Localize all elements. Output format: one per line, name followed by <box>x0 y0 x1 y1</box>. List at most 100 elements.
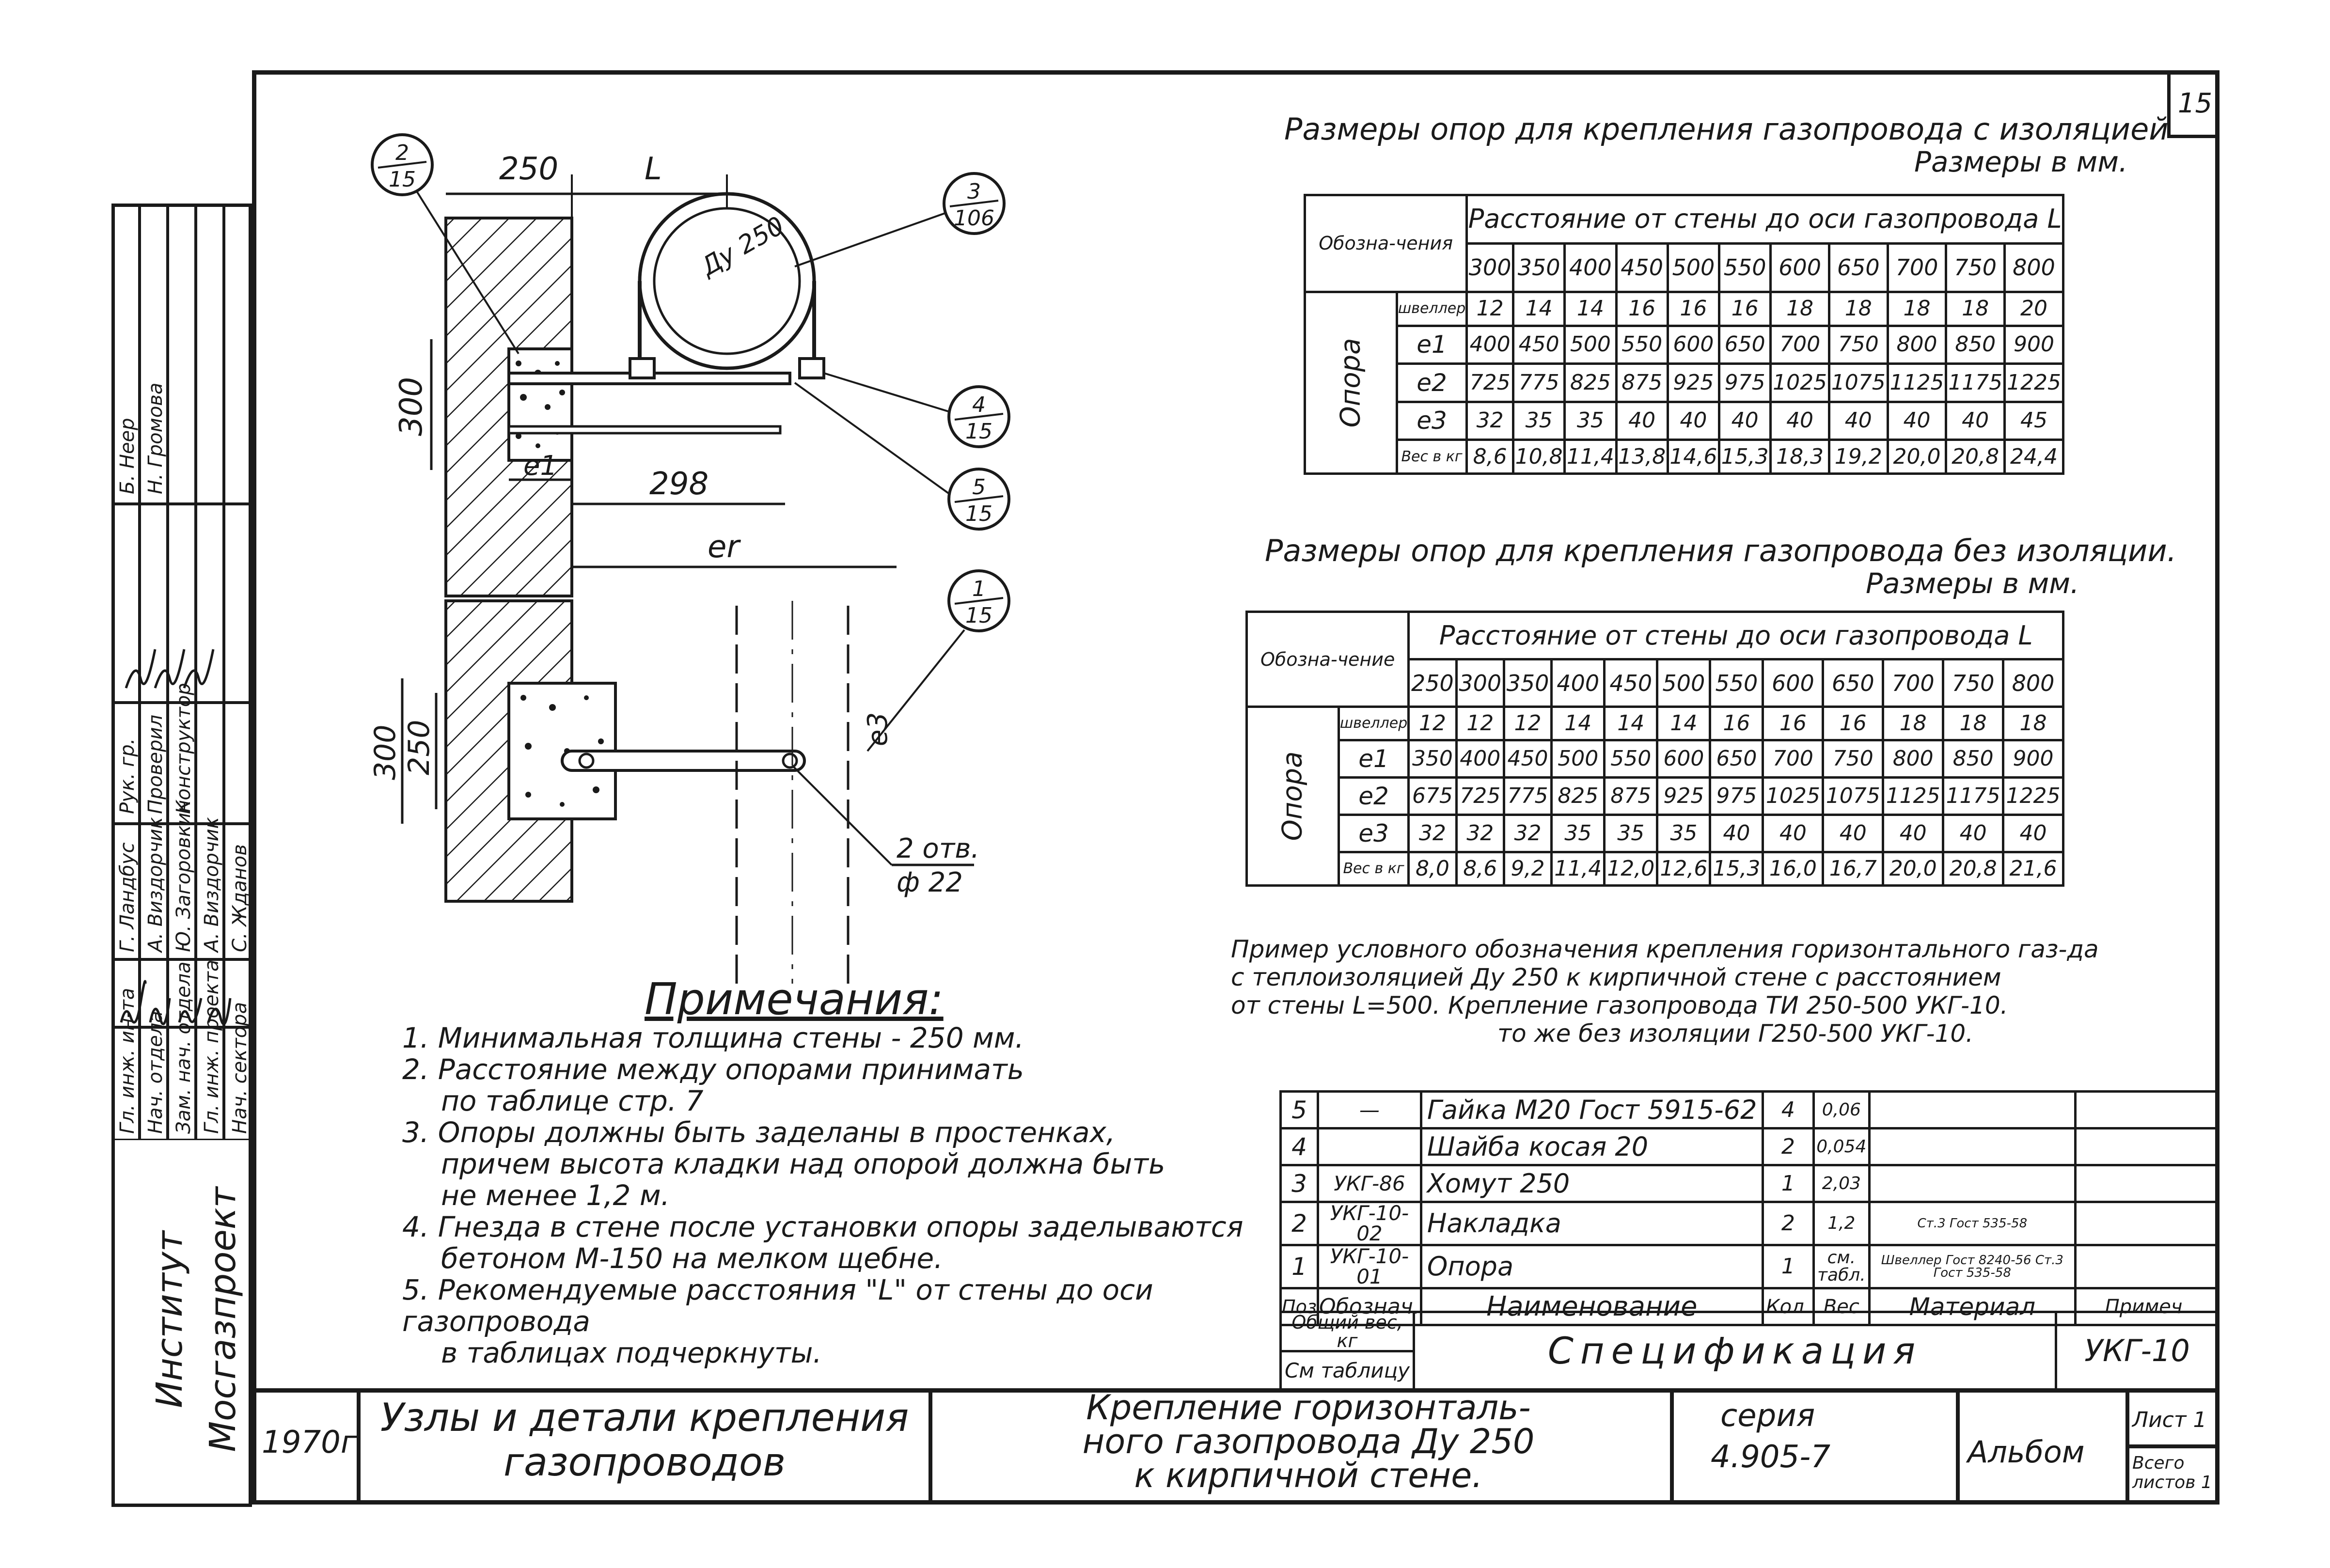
t1-cell: 925 <box>1666 362 1720 403</box>
table2-title: Размеры опор для крепления газопровода б… <box>1265 533 2177 568</box>
note-4b: бетоном М-150 на мелком щебне. <box>441 1241 943 1275</box>
t2-cell: 875 <box>1603 776 1659 816</box>
t2-cell: 40 <box>1942 814 2005 854</box>
note-3b: причем высота кладки над опорой должна б… <box>441 1147 1165 1180</box>
t2-group-text: Опора <box>1276 751 1308 841</box>
t2-cell: 15,3 <box>1709 851 1764 887</box>
u-bolt <box>638 281 816 368</box>
page-number-box: 15 <box>2167 70 2220 138</box>
tb-series: 4.905-7 <box>1711 1439 1831 1475</box>
spec-weight: см. табл. <box>1812 1244 1871 1289</box>
t1-cell: 40 <box>1717 400 1772 441</box>
t2-cell: 1025 <box>1762 776 1825 816</box>
side-stamp <box>111 204 252 1507</box>
side-role-1: Гл. инж. ин-та <box>116 988 139 1134</box>
t1-row-label: Вес в кг <box>1395 439 1468 475</box>
t2-cell: 675 <box>1407 776 1458 816</box>
t2-cell: 32 <box>1502 814 1553 854</box>
t1-col-3: 450 <box>1615 242 1669 293</box>
t2-row-label: Вес в кг <box>1337 851 1410 887</box>
tb-sheets: Всего листов 1 <box>2132 1453 2212 1492</box>
t1-cell: 700 <box>1769 324 1830 365</box>
t1-col-0: 300 <box>1465 242 1515 293</box>
side-name2-2: Н. Громова <box>144 383 167 494</box>
t1-group-text: Опора <box>1335 338 1367 428</box>
callout-4-bottom: 15 <box>965 502 992 526</box>
t2-cell: 12,0 <box>1603 851 1659 887</box>
t1-cell: 40 <box>1827 400 1889 441</box>
callout-5-top: 1 <box>972 577 986 601</box>
spec-weight: 0,054 <box>1812 1127 1871 1166</box>
side-name-3: Ю. Загоровкин <box>173 800 195 952</box>
t1-cell: 775 <box>1512 362 1566 403</box>
note-2b: по таблице стр. 7 <box>441 1084 704 1117</box>
spec-material <box>1868 1127 2077 1166</box>
t1-cell: 400 <box>1465 324 1515 365</box>
t2-col-4: 450 <box>1603 658 1659 708</box>
spec-pos: 4 <box>1279 1127 1320 1166</box>
t1-cell: 18 <box>1945 290 2006 327</box>
example-block: Пример условного обозначения крепления г… <box>1231 935 2200 1048</box>
note-3c: не менее 1,2 м. <box>441 1178 670 1212</box>
table2: Обозна-чение Расстояние от стены до оси … <box>1245 610 2064 887</box>
spec-footer: Общий вес, кг Спецификация УКГ-10 См таб… <box>1279 1311 2220 1391</box>
dim-298: 298 <box>649 466 708 502</box>
t2-cell: 35 <box>1550 814 1606 854</box>
side-name2-1: Б. Неер <box>116 418 139 494</box>
side-name-1: Г. Ландбус <box>116 843 139 952</box>
t2-cell: 8,0 <box>1407 851 1458 887</box>
t1-cell: 1075 <box>1827 362 1889 403</box>
pipe-circle <box>638 192 816 370</box>
t2-cell: 18 <box>1942 706 2005 741</box>
t1-cell: 13,8 <box>1615 439 1669 475</box>
t1-head-top: Расстояние от стены до оси газопровода L <box>1465 194 2064 245</box>
spec-material <box>1868 1090 2077 1129</box>
t2-head-left: Обозна-чение <box>1245 610 1410 708</box>
t1-col-10: 800 <box>2003 242 2064 293</box>
t2-col-10: 750 <box>1942 658 2005 708</box>
t1-head-left: Обозна-чения <box>1303 194 1468 293</box>
t2-cell: 12,6 <box>1656 851 1712 887</box>
t2-cell: 40 <box>1709 814 1764 854</box>
t1-col-8: 700 <box>1886 242 1948 293</box>
t2-cell: 14 <box>1603 706 1659 741</box>
example-line-1: Пример условного обозначения крепления г… <box>1231 935 2099 963</box>
t2-cell: 16 <box>1709 706 1764 741</box>
example-line-4: то же без изоляции Г250-500 УКГ-10. <box>1497 1019 1974 1048</box>
note-4: 4. Гнезда в стене после установки опоры … <box>402 1210 1244 1243</box>
t1-cell: 16 <box>1717 290 1772 327</box>
t2-cell: 32 <box>1407 814 1458 854</box>
t2-cell: 350 <box>1407 738 1458 779</box>
t1-cell: 19,2 <box>1827 439 1889 475</box>
t2-cell: 825 <box>1550 776 1606 816</box>
tb-section: Узлы и детали крепления газопроводов <box>368 1396 921 1485</box>
t1-cell: 18 <box>1886 290 1948 327</box>
notes-list: 1. Минимальная толщина стены - 250 мм. 2… <box>402 1022 1323 1368</box>
spec-name: Хомут 250 <box>1419 1164 1764 1203</box>
t2-col-3: 400 <box>1550 658 1606 708</box>
spec-material <box>1868 1164 2077 1203</box>
t1-col-6: 600 <box>1769 242 1830 293</box>
dim-250: 250 <box>499 151 558 187</box>
t1-cell: 20 <box>2003 290 2064 327</box>
spec-code: УКГ-86 <box>1317 1164 1422 1203</box>
t1-cell: 24,4 <box>2003 439 2064 475</box>
t2-row-label: швеллер <box>1337 706 1410 741</box>
side-role2-1: Рук. гр. <box>116 738 139 814</box>
t2-cell: 8,6 <box>1455 851 1505 887</box>
t1-cell: 40 <box>1666 400 1720 441</box>
dim-250b: 250 <box>402 720 436 775</box>
t2-row-label: e1 <box>1337 738 1410 779</box>
t1-cell: 1225 <box>2003 362 2064 403</box>
side-institute-label: Институт <box>149 1231 190 1408</box>
top-view: 250 L 300 298 e1 er Ду 250 <box>394 151 897 597</box>
t2-cell: 20,8 <box>1942 851 2005 887</box>
t1-cell: 600 <box>1666 324 1720 365</box>
t1-cell: 45 <box>2003 400 2064 441</box>
